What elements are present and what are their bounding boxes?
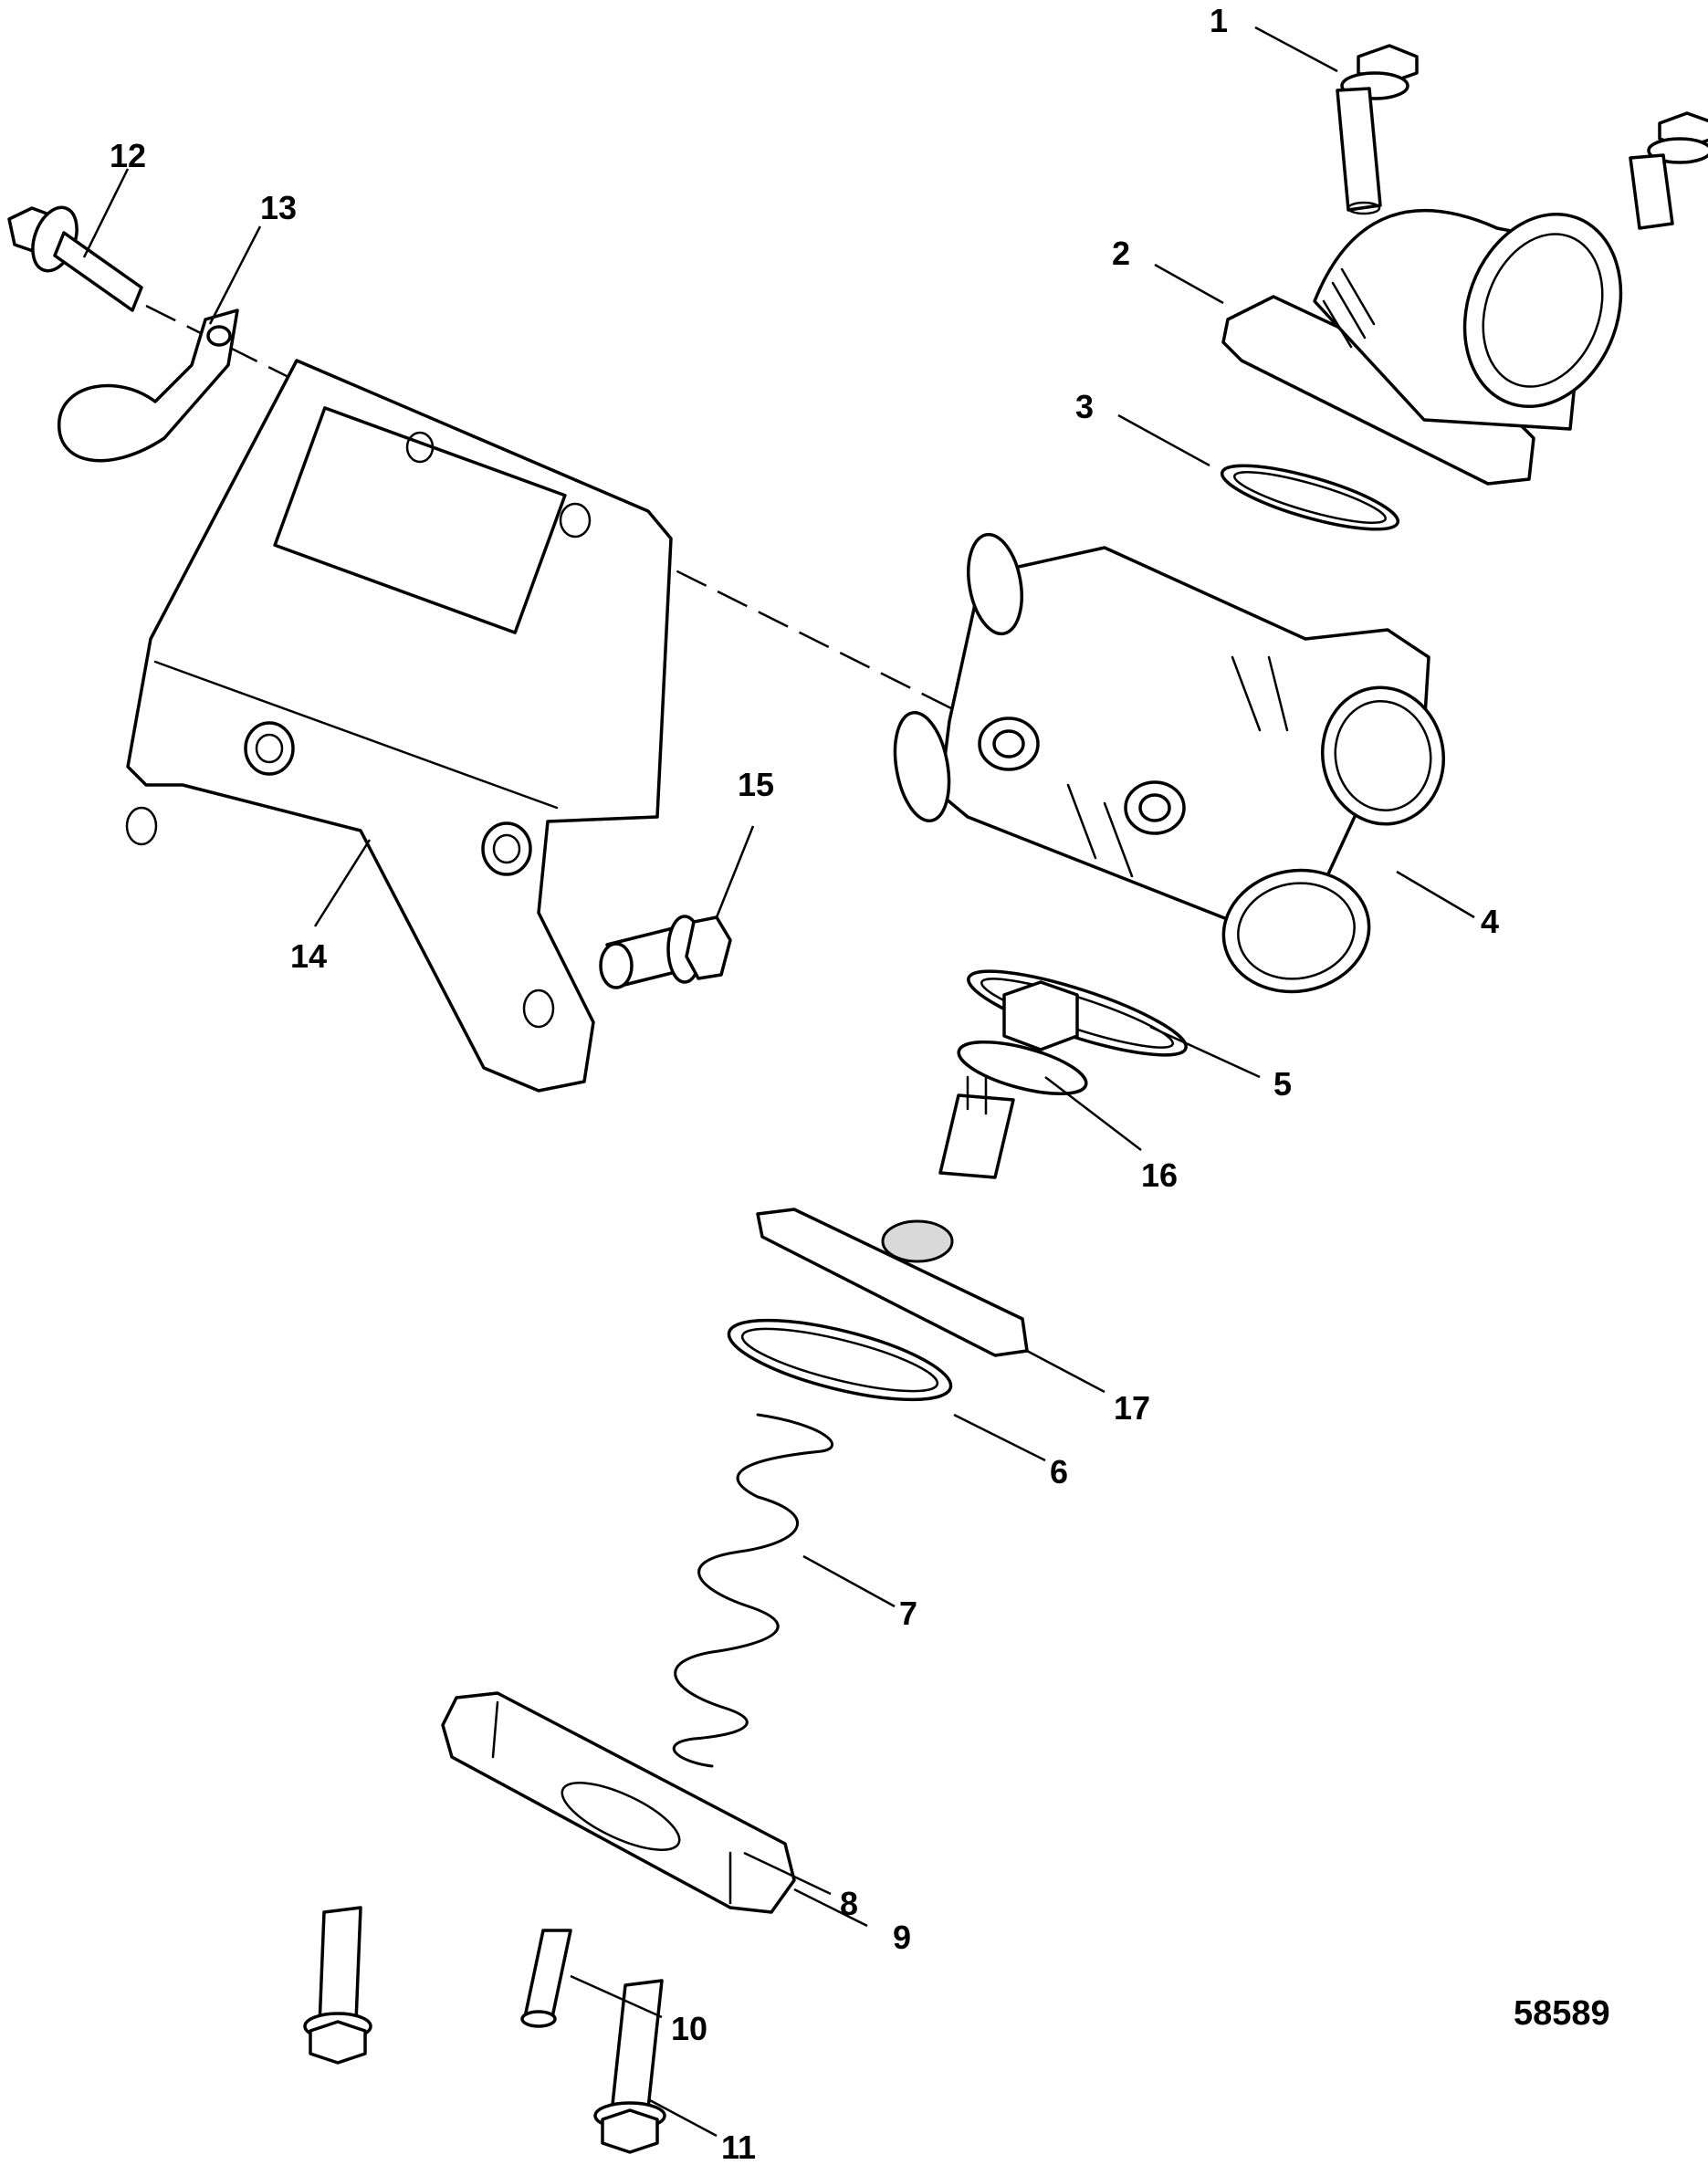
part-11-bolt bbox=[593, 1979, 666, 2154]
leader-15 bbox=[715, 825, 755, 918]
part-17-thermostat-plate bbox=[756, 1208, 1029, 1357]
leader-9 bbox=[793, 1888, 868, 1928]
leader-8 bbox=[743, 1851, 832, 1896]
leader-13 bbox=[208, 225, 262, 325]
callout-14: 14 bbox=[290, 937, 327, 975]
leader-lines bbox=[82, 26, 1475, 2138]
leader-2 bbox=[1154, 263, 1224, 305]
callout-17: 17 bbox=[1114, 1389, 1150, 1427]
callout-labels: 1 2 3 4 5 6 7 8 9 10 11 12 13 14 15 16 1… bbox=[110, 2, 1499, 2165]
callout-13: 13 bbox=[260, 189, 297, 226]
leader-14 bbox=[313, 839, 372, 927]
part-11-bolt-left bbox=[303, 1906, 372, 2065]
callout-1: 1 bbox=[1210, 2, 1228, 39]
part-14-mounting-bracket bbox=[125, 359, 673, 1093]
leader-1 bbox=[1254, 26, 1338, 73]
leader-17 bbox=[1026, 1349, 1105, 1394]
part-12-bolt bbox=[7, 205, 143, 312]
callout-11: 11 bbox=[721, 2128, 756, 2165]
leader-12 bbox=[82, 168, 130, 258]
part-3-gasket bbox=[1220, 464, 1400, 531]
leader-10 bbox=[570, 1974, 663, 2019]
callout-7: 7 bbox=[899, 1595, 917, 1632]
callout-9: 9 bbox=[893, 1919, 911, 1956]
leader-3 bbox=[1117, 413, 1210, 467]
figure-number: 58589 bbox=[1514, 1994, 1610, 2033]
leader-11 bbox=[647, 2097, 718, 2138]
callout-6: 6 bbox=[1050, 1453, 1068, 1490]
part-1-bolt bbox=[1336, 44, 1419, 215]
leader-6 bbox=[953, 1413, 1046, 1462]
part-16-temperature-sender bbox=[938, 980, 1088, 1179]
callout-8: 8 bbox=[840, 1885, 858, 1922]
callout-5: 5 bbox=[1273, 1065, 1292, 1103]
part-4-thermostat-housing bbox=[893, 532, 1446, 994]
part-9-cover-plate bbox=[441, 1691, 796, 1914]
leader-4 bbox=[1396, 870, 1475, 919]
callout-10: 10 bbox=[671, 2010, 707, 2047]
leader-16 bbox=[1044, 1076, 1142, 1151]
part-2-outlet-elbow bbox=[1221, 209, 1623, 486]
callout-4: 4 bbox=[1481, 903, 1499, 940]
callout-3: 3 bbox=[1075, 388, 1094, 425]
part-15-bolt bbox=[599, 915, 732, 989]
part-13-p-clamp bbox=[58, 309, 239, 463]
callout-15: 15 bbox=[738, 766, 774, 803]
callout-16: 16 bbox=[1141, 1156, 1178, 1194]
part-7-spring bbox=[672, 1413, 834, 1768]
part-10-pin bbox=[520, 1929, 572, 2028]
callout-2: 2 bbox=[1112, 235, 1130, 272]
callout-12: 12 bbox=[110, 137, 146, 174]
leader-7 bbox=[802, 1554, 896, 1608]
part-6-seal bbox=[727, 1318, 953, 1402]
leader-5 bbox=[1149, 1025, 1261, 1079]
part-1-bolt-second bbox=[1629, 111, 1708, 230]
